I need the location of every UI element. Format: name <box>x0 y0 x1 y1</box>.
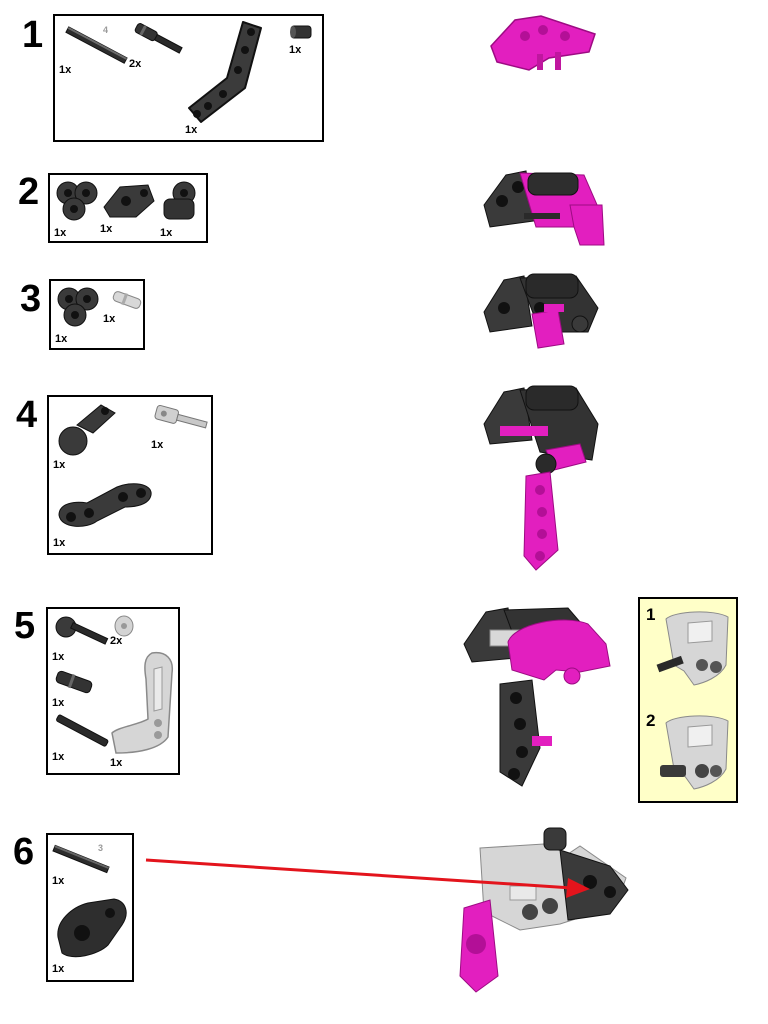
liftarm-double-icon <box>58 483 152 527</box>
axle-length-label: 3 <box>98 843 104 853</box>
pin-light-gray-icon <box>112 291 142 309</box>
qty-label: 1x <box>52 875 65 887</box>
step-number-4: 4 <box>16 394 38 436</box>
qty-label: 1x <box>100 223 113 235</box>
qty-label: 1x <box>55 333 68 345</box>
step-number-5: 5 <box>14 605 36 647</box>
bent-liftarm-icon <box>188 21 262 123</box>
parts-box-step-6: 3 1x 1x <box>46 833 134 982</box>
subassembly-box: 1 2 <box>638 597 738 803</box>
qty-label: 1x <box>54 227 67 239</box>
parts-box-step-2: 1x 1x 1x <box>48 173 208 243</box>
model-step-6 <box>459 827 629 993</box>
parts-box-step-5: 1x 2x 1x 1x 1x <box>46 607 180 775</box>
substep-number-2: 2 <box>646 711 656 730</box>
qty-label: 1x <box>289 44 302 56</box>
insertion-arrow <box>145 858 590 898</box>
model-step-4 <box>483 385 599 571</box>
qty-label: 1x <box>52 751 65 763</box>
qty-label: 1x <box>53 459 66 471</box>
parts-box-step-4: 1x 1x 1x <box>47 395 213 555</box>
qty-label: 1x <box>160 227 173 239</box>
triple-connector-icon <box>57 287 99 327</box>
step-number-2: 2 <box>18 171 40 213</box>
qty-label: 2x <box>129 58 142 70</box>
qty-label: 1x <box>53 537 66 549</box>
connector-with-axle-icon <box>55 616 109 645</box>
qty-label: 1x <box>185 124 198 136</box>
angle-connector-icon <box>103 184 155 218</box>
qty-label: 1x <box>151 439 164 451</box>
substep-number-1: 1 <box>646 605 656 624</box>
model-step-3 <box>483 273 599 349</box>
axle-length-label: 4 <box>103 25 109 35</box>
hand-part-icon <box>57 898 127 958</box>
model-step-5 <box>463 607 611 787</box>
qty-label: 1x <box>59 64 72 76</box>
subassembly-step-1-icon <box>656 611 729 686</box>
pin-connector-icon <box>55 670 93 694</box>
axle-icon <box>65 26 128 64</box>
triple-connector-icon <box>56 181 98 221</box>
step-number-1: 1 <box>22 14 44 56</box>
ball-joint-arm-icon <box>58 404 116 456</box>
model-step-1 <box>490 15 596 71</box>
pin-with-axle-icon <box>134 23 183 54</box>
parts-box-step-3: 1x 1x <box>49 279 145 350</box>
step-number-6: 6 <box>13 831 35 873</box>
bush-light-gray-icon <box>114 615 134 637</box>
axle-connector-icon <box>154 404 208 429</box>
model-step-2 <box>483 170 605 246</box>
subassembly-step-2-icon <box>660 715 729 790</box>
qty-label: 1x <box>52 651 65 663</box>
parts-box-step-1: 4 1x 2x 1x 1x <box>53 14 324 142</box>
panel-gray-icon <box>111 651 174 754</box>
bush-icon <box>290 25 312 39</box>
axle-icon <box>52 844 110 874</box>
qty-label: 1x <box>103 313 116 325</box>
qty-label: 1x <box>52 963 65 975</box>
qty-label: 1x <box>52 697 65 709</box>
step-number-3: 3 <box>20 278 42 320</box>
long-axle-icon <box>56 714 109 747</box>
qty-label: 2x <box>110 635 123 647</box>
qty-label: 1x <box>110 757 123 769</box>
cross-block-icon <box>163 181 196 220</box>
